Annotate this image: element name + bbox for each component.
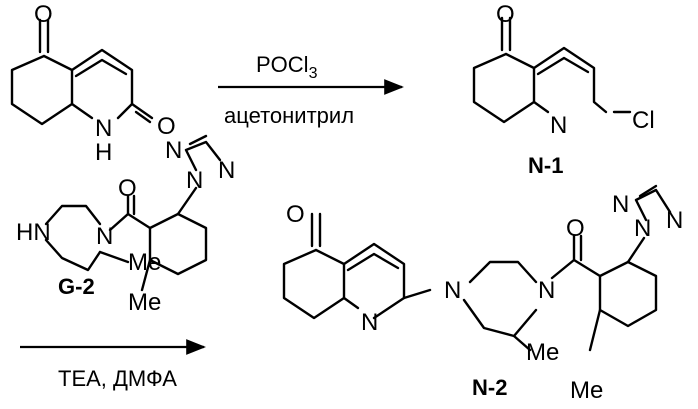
product-n1-chloroquinolinone: O N Cl N-1: [474, 1, 655, 178]
atom-oxygen: O: [34, 1, 53, 28]
atom-oxygen: O: [496, 1, 515, 28]
reagent-g2-label: G-2: [58, 274, 95, 299]
atom-nitrogen: N: [96, 223, 113, 250]
step1-arrow-group: POCl3 ацетонитрил: [218, 52, 402, 128]
atom-nitrogen: N: [666, 207, 683, 234]
product-n1-label: N-1: [528, 153, 563, 178]
atom-nitrogen: N: [186, 167, 203, 194]
atom-oxygen: O: [157, 113, 176, 140]
step2-conditions: TEA, ДМФА: [58, 366, 177, 391]
atom-oxygen: O: [566, 215, 585, 242]
atom-methyl: Me: [570, 377, 603, 404]
starting-material-dihydroquinolinedione: O N H O: [12, 1, 176, 166]
reagent-g2-diazepane: HN N O N N N Me Me G-2: [16, 136, 235, 316]
step1-reagent: POCl3: [256, 52, 318, 82]
atom-nitrogen: N: [550, 112, 567, 139]
step2-arrow-group: TEA, ДМФА: [20, 347, 204, 391]
atom-nitrogen: N: [95, 115, 112, 142]
atom-chlorine: Cl: [632, 107, 655, 134]
atom-oxygen: O: [118, 175, 137, 202]
atom-nitrogen: N: [612, 191, 629, 218]
atom-nitrogen: N: [361, 309, 378, 336]
atom-oxygen: O: [286, 201, 305, 228]
atom-hydrogen: H: [95, 139, 112, 166]
atom-nitrogen: N: [538, 277, 555, 304]
product-n2: O N N N O N N N Me Me N-2: [284, 186, 683, 404]
atom-nitrogen: N: [218, 157, 235, 184]
atom-nitrogen: N: [444, 277, 461, 304]
atom-nitrogen: N: [165, 137, 182, 164]
atom-methyl: Me: [128, 289, 161, 316]
atom-hn: HN: [16, 219, 51, 246]
atom-methyl: Me: [526, 339, 559, 366]
product-n2-label: N-2: [472, 375, 507, 400]
step1-solvent: ацетонитрил: [224, 103, 354, 128]
atom-nitrogen: N: [634, 215, 651, 242]
atom-methyl: Me: [128, 249, 161, 276]
